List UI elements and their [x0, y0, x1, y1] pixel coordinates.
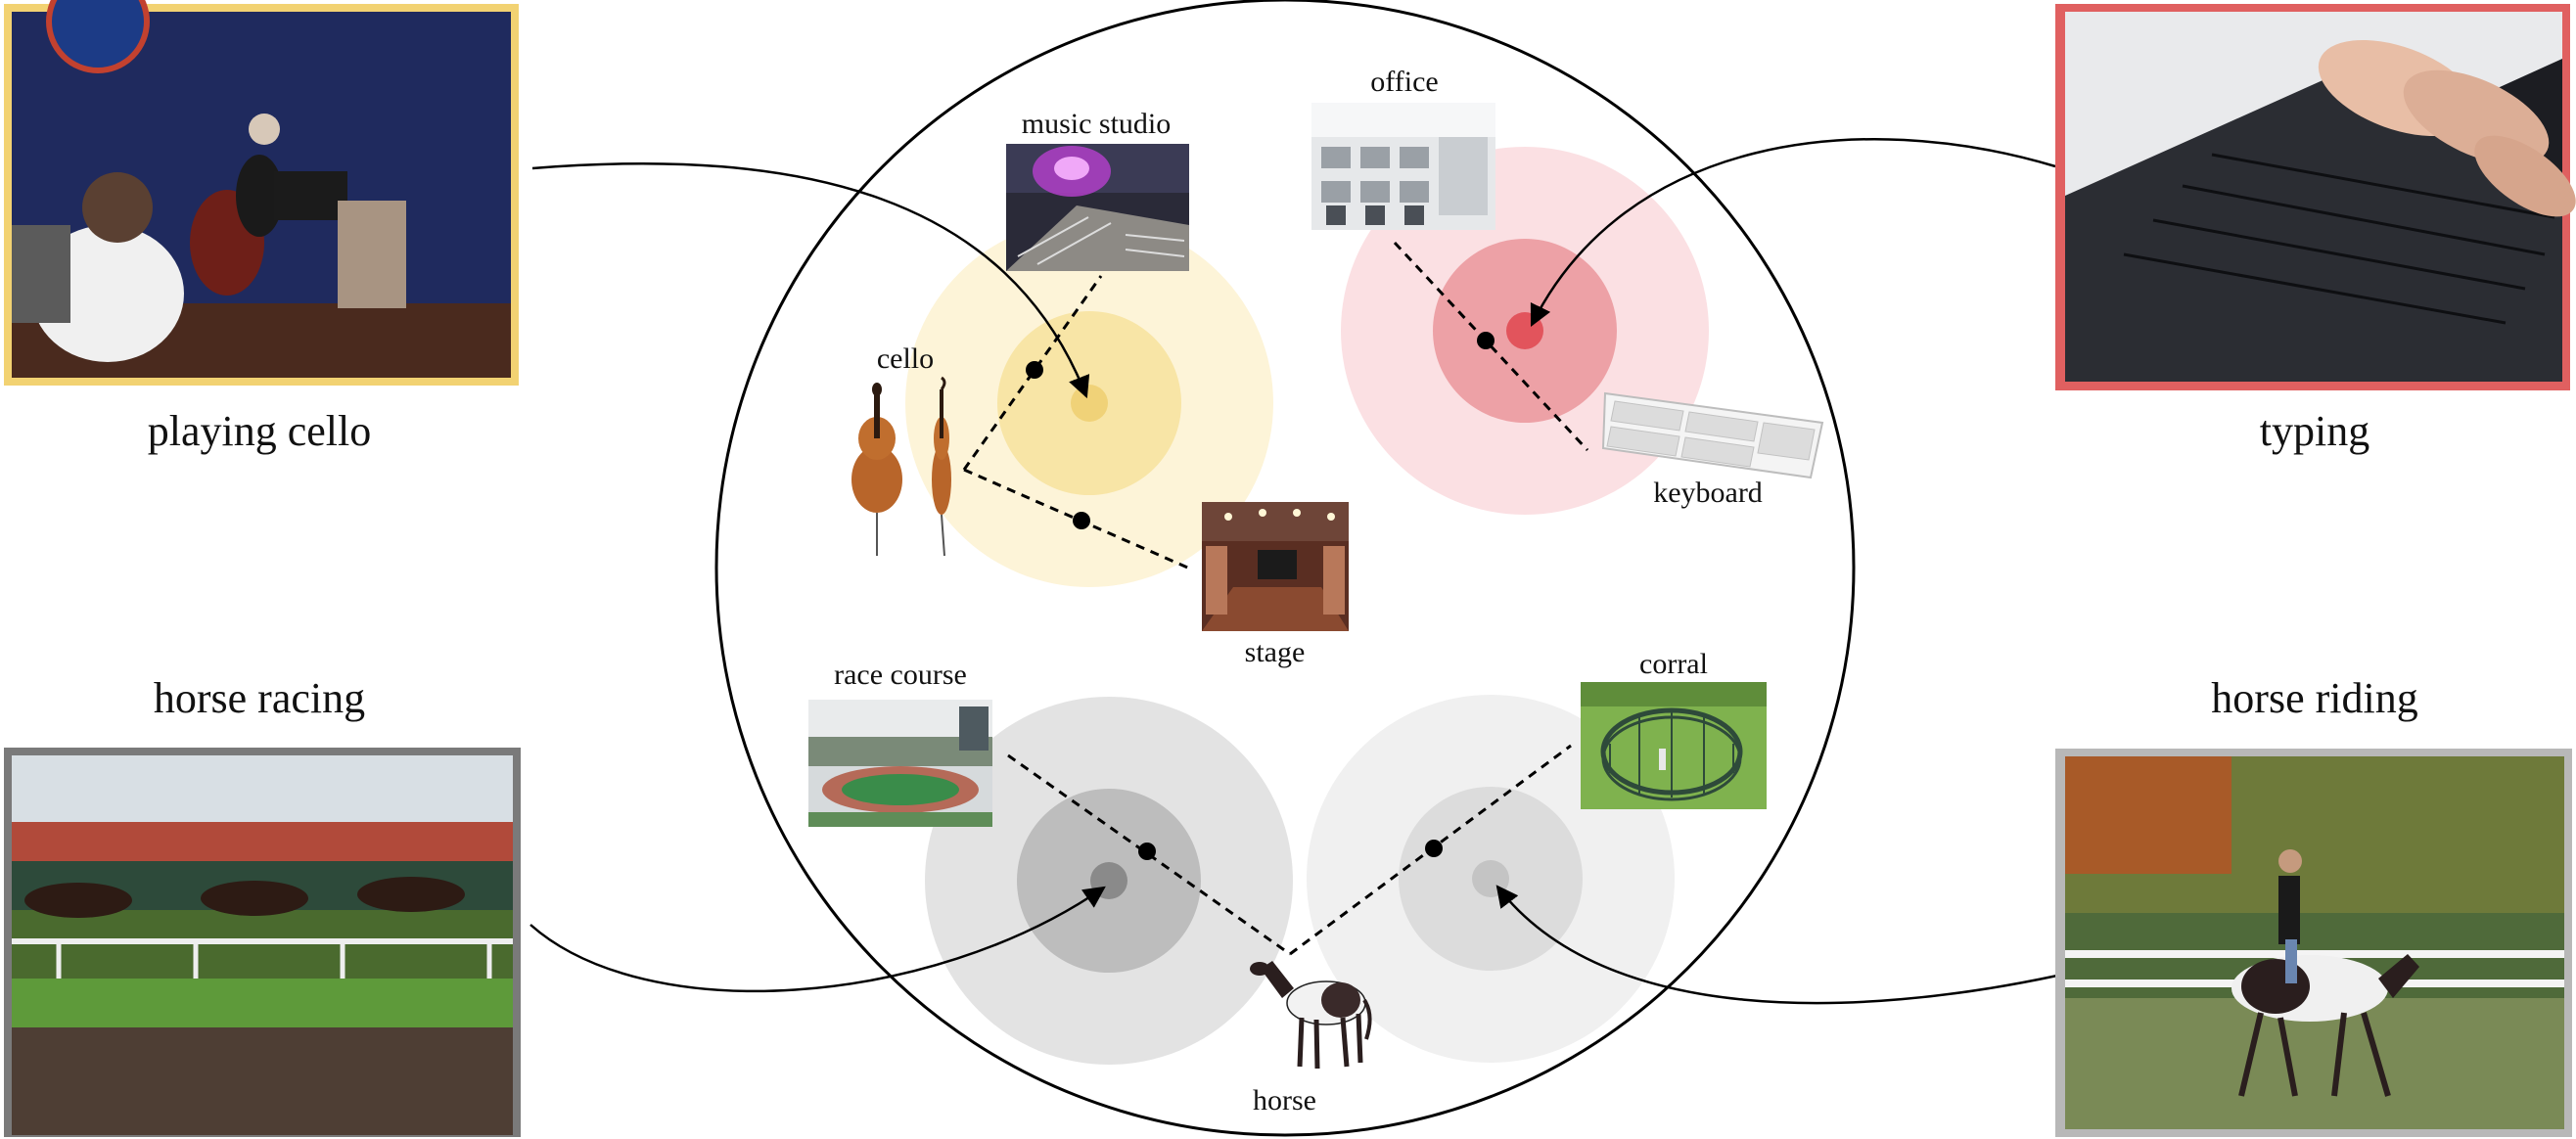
arrow-typing — [1530, 138, 2056, 328]
label-typing: typing — [2259, 407, 2370, 455]
cluster-core — [1071, 385, 1108, 422]
label-corral: corral — [1639, 648, 1708, 680]
object-horse-image — [1250, 961, 1372, 1070]
activity-horse-riding-image — [2055, 749, 2572, 1137]
label-horse-racing: horse racing — [153, 674, 366, 722]
arrow-horse-racing — [529, 886, 1106, 993]
object-cello-image — [851, 376, 951, 557]
arrow-horse-riding — [1495, 885, 2058, 1005]
activity-arrows — [529, 138, 2058, 1005]
label-stage: stage — [1244, 636, 1306, 668]
cluster-playing-cello — [905, 219, 1273, 587]
scene-stage-image — [1202, 502, 1349, 631]
embedding-space-circle — [714, 0, 1856, 1137]
label-music-studio: music studio — [1021, 108, 1172, 140]
label-keyboard: keyboard — [1653, 477, 1763, 509]
label-horse: horse — [1253, 1084, 1316, 1116]
activity-horse-racing-image — [4, 748, 521, 1137]
label-cello: cello — [876, 342, 935, 375]
scene-corral-image — [1581, 682, 1767, 809]
arrow-playing-cello — [531, 161, 1090, 399]
label-horse-riding: horse riding — [2211, 674, 2418, 722]
label-race-course: race course — [834, 659, 967, 691]
midpoint-dots — [1026, 332, 1495, 860]
activity-playing-cello-image — [4, 0, 519, 386]
object-keyboard-image — [1601, 391, 1824, 479]
cluster-core — [1506, 312, 1543, 349]
label-office: office — [1370, 66, 1439, 98]
activity-typing-image — [2055, 4, 2576, 390]
cluster-core — [1472, 860, 1509, 897]
scene-race-course-image — [808, 700, 992, 827]
scene-office-image — [1311, 103, 1495, 230]
label-playing-cello: playing cello — [147, 407, 372, 455]
cluster-horse-racing — [925, 697, 1293, 1065]
scene-music-studio-image — [1006, 144, 1189, 271]
